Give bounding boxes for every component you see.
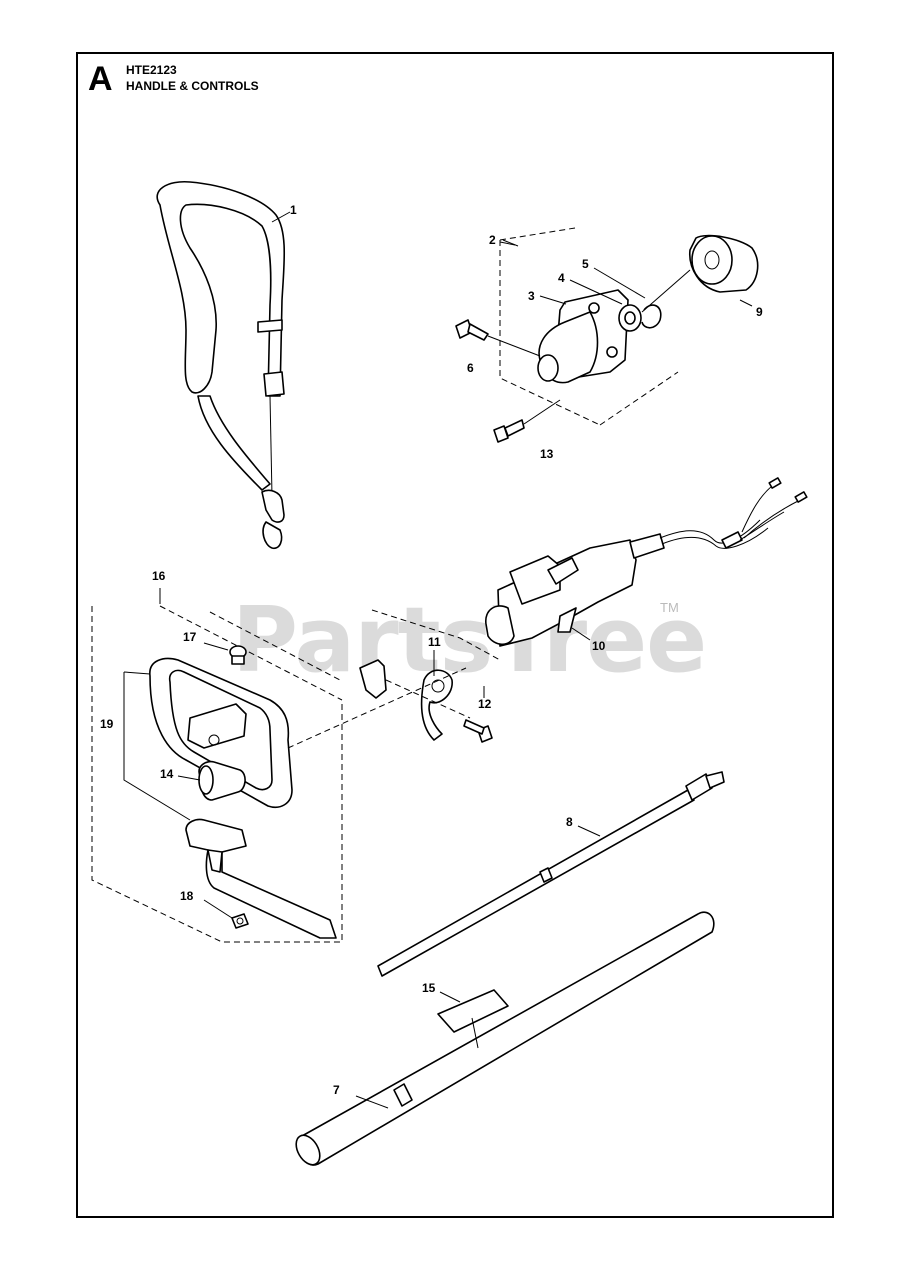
part-drive-housing-group[interactable] [455, 227, 759, 443]
callout-13: 13 [540, 447, 554, 461]
part-shaft-tube[interactable] [291, 911, 715, 1169]
callout-10: 10 [592, 639, 606, 653]
callout-14: 14 [160, 767, 174, 781]
part-clamp[interactable] [359, 609, 501, 743]
callout-4: 4 [558, 271, 565, 285]
diagram-frame [76, 52, 834, 1218]
section-title: HANDLE & CONTROLS [126, 79, 259, 93]
callout-9: 9 [756, 305, 763, 319]
callout-labels: 1 2 3 4 5 6 7 8 9 10 11 12 13 14 15 16 1… [100, 203, 763, 1097]
part-harness-strap[interactable] [156, 180, 291, 550]
section-letter: A [88, 60, 113, 98]
callout-18: 18 [180, 889, 194, 903]
callout-12: 12 [478, 697, 492, 711]
callout-3: 3 [528, 289, 535, 303]
part-throttle-handle[interactable] [485, 477, 808, 647]
part-decal[interactable] [437, 989, 509, 1049]
model-code: HTE2123 [126, 63, 177, 77]
part-drive-shaft[interactable] [377, 771, 725, 977]
callout-5: 5 [582, 257, 589, 271]
callout-19: 19 [100, 717, 114, 731]
callout-8: 8 [566, 815, 573, 829]
callout-17: 17 [183, 630, 197, 644]
callout-16: 16 [152, 569, 166, 583]
callout-2: 2 [489, 233, 496, 247]
callout-7: 7 [333, 1083, 340, 1097]
callout-1: 1 [290, 203, 297, 217]
callout-15: 15 [422, 981, 436, 995]
part-loop-handle-group[interactable] [91, 588, 467, 943]
trademark-mark: TM [660, 600, 679, 615]
callout-6: 6 [467, 361, 474, 375]
callout-11: 11 [428, 635, 441, 649]
watermark-text: PartsTree [232, 588, 707, 693]
